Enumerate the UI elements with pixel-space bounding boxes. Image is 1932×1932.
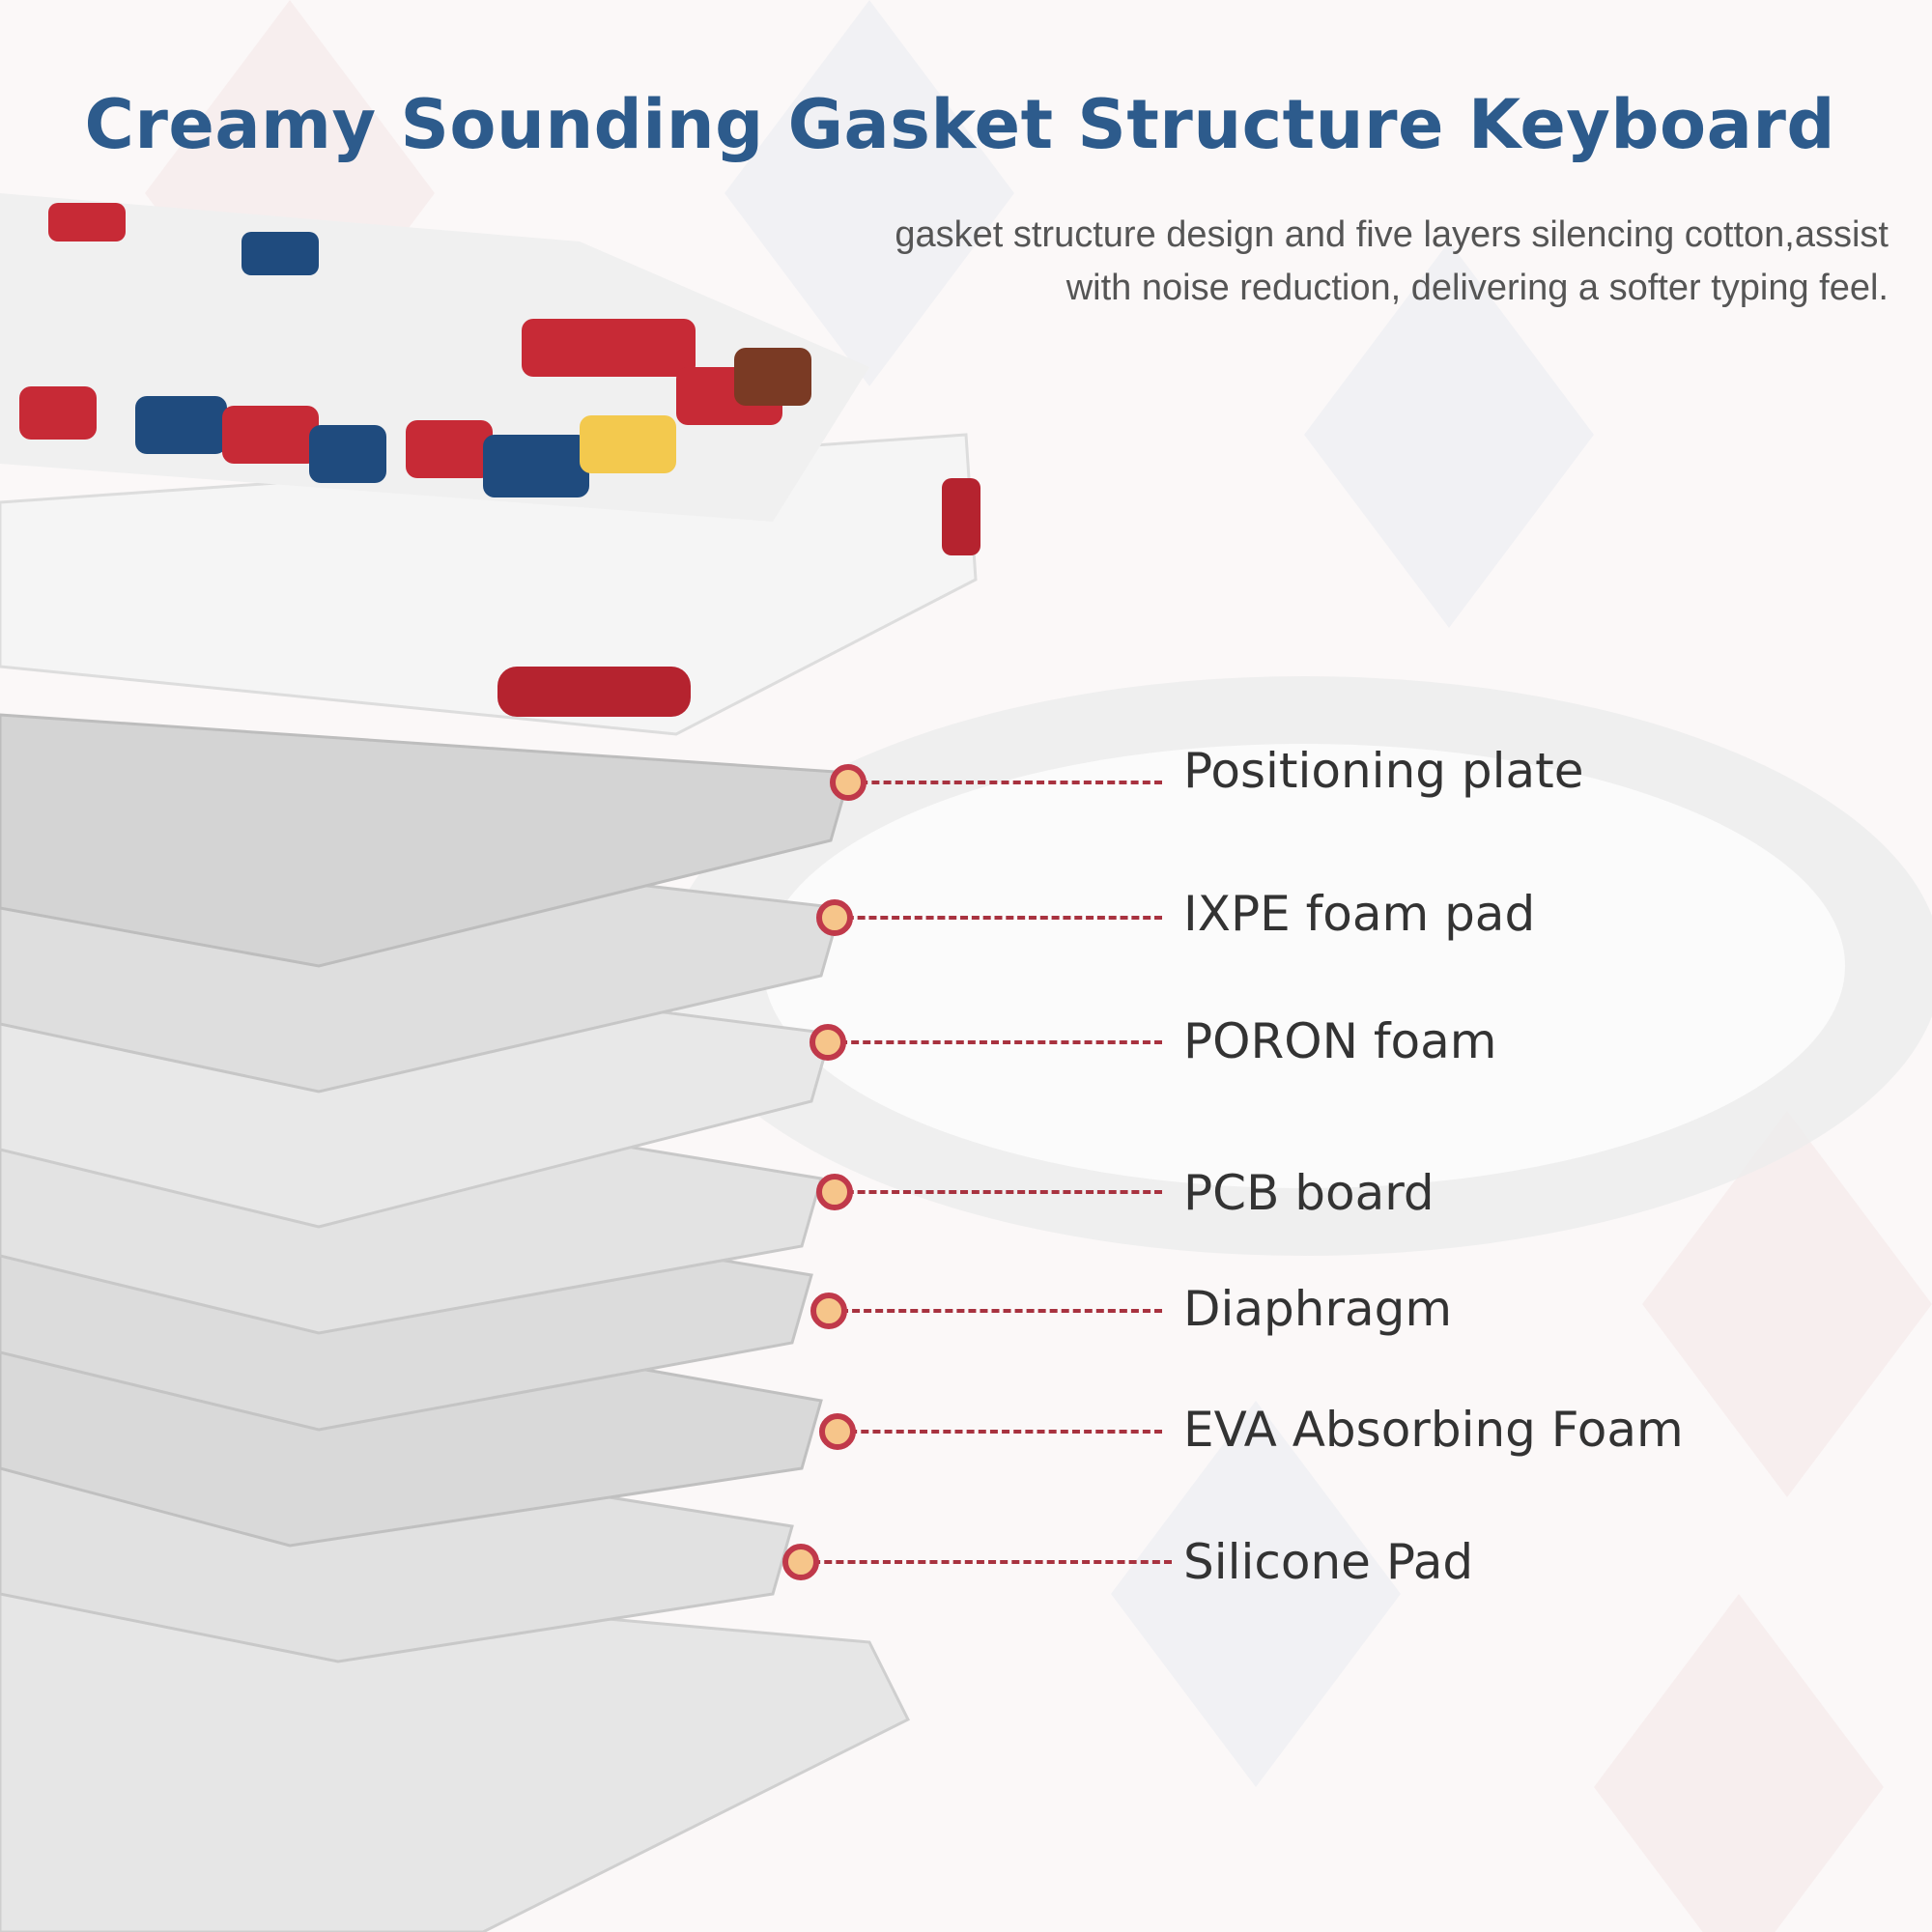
subtitle-line-2: with noise reduction, delivering a softe… <box>1065 268 1889 308</box>
keycaps <box>0 193 869 522</box>
layer-label: PORON foam <box>1183 1013 1497 1069</box>
layer-label: EVA Absorbing Foam <box>1183 1402 1684 1458</box>
layer-label: IXPE foam pad <box>1183 886 1536 942</box>
callout-dot <box>782 1544 819 1580</box>
callout-line <box>848 781 1162 784</box>
callout-line <box>835 916 1162 920</box>
callout-line <box>835 1190 1162 1194</box>
layer-label: Silicone Pad <box>1183 1534 1474 1590</box>
subtitle-line-1: gasket structure design and five layers … <box>895 214 1889 255</box>
callout-line <box>801 1560 1172 1564</box>
callout-line <box>828 1040 1162 1044</box>
callout-line <box>838 1430 1162 1434</box>
callout-line <box>829 1309 1162 1313</box>
layer-label: PCB board <box>1183 1165 1435 1221</box>
callout-dot <box>819 1413 856 1450</box>
callout-dot <box>810 1024 846 1061</box>
callout-dot <box>810 1293 847 1329</box>
layer-plates <box>0 713 911 1932</box>
callout-dot <box>816 899 853 936</box>
layer-label: Diaphragm <box>1183 1281 1453 1337</box>
page-title: Creamy Sounding Gasket Structure Keyboar… <box>84 85 1835 164</box>
callout-dot <box>830 764 867 801</box>
callout-dot <box>816 1174 853 1210</box>
layer-label: Positioning plate <box>1183 743 1584 799</box>
